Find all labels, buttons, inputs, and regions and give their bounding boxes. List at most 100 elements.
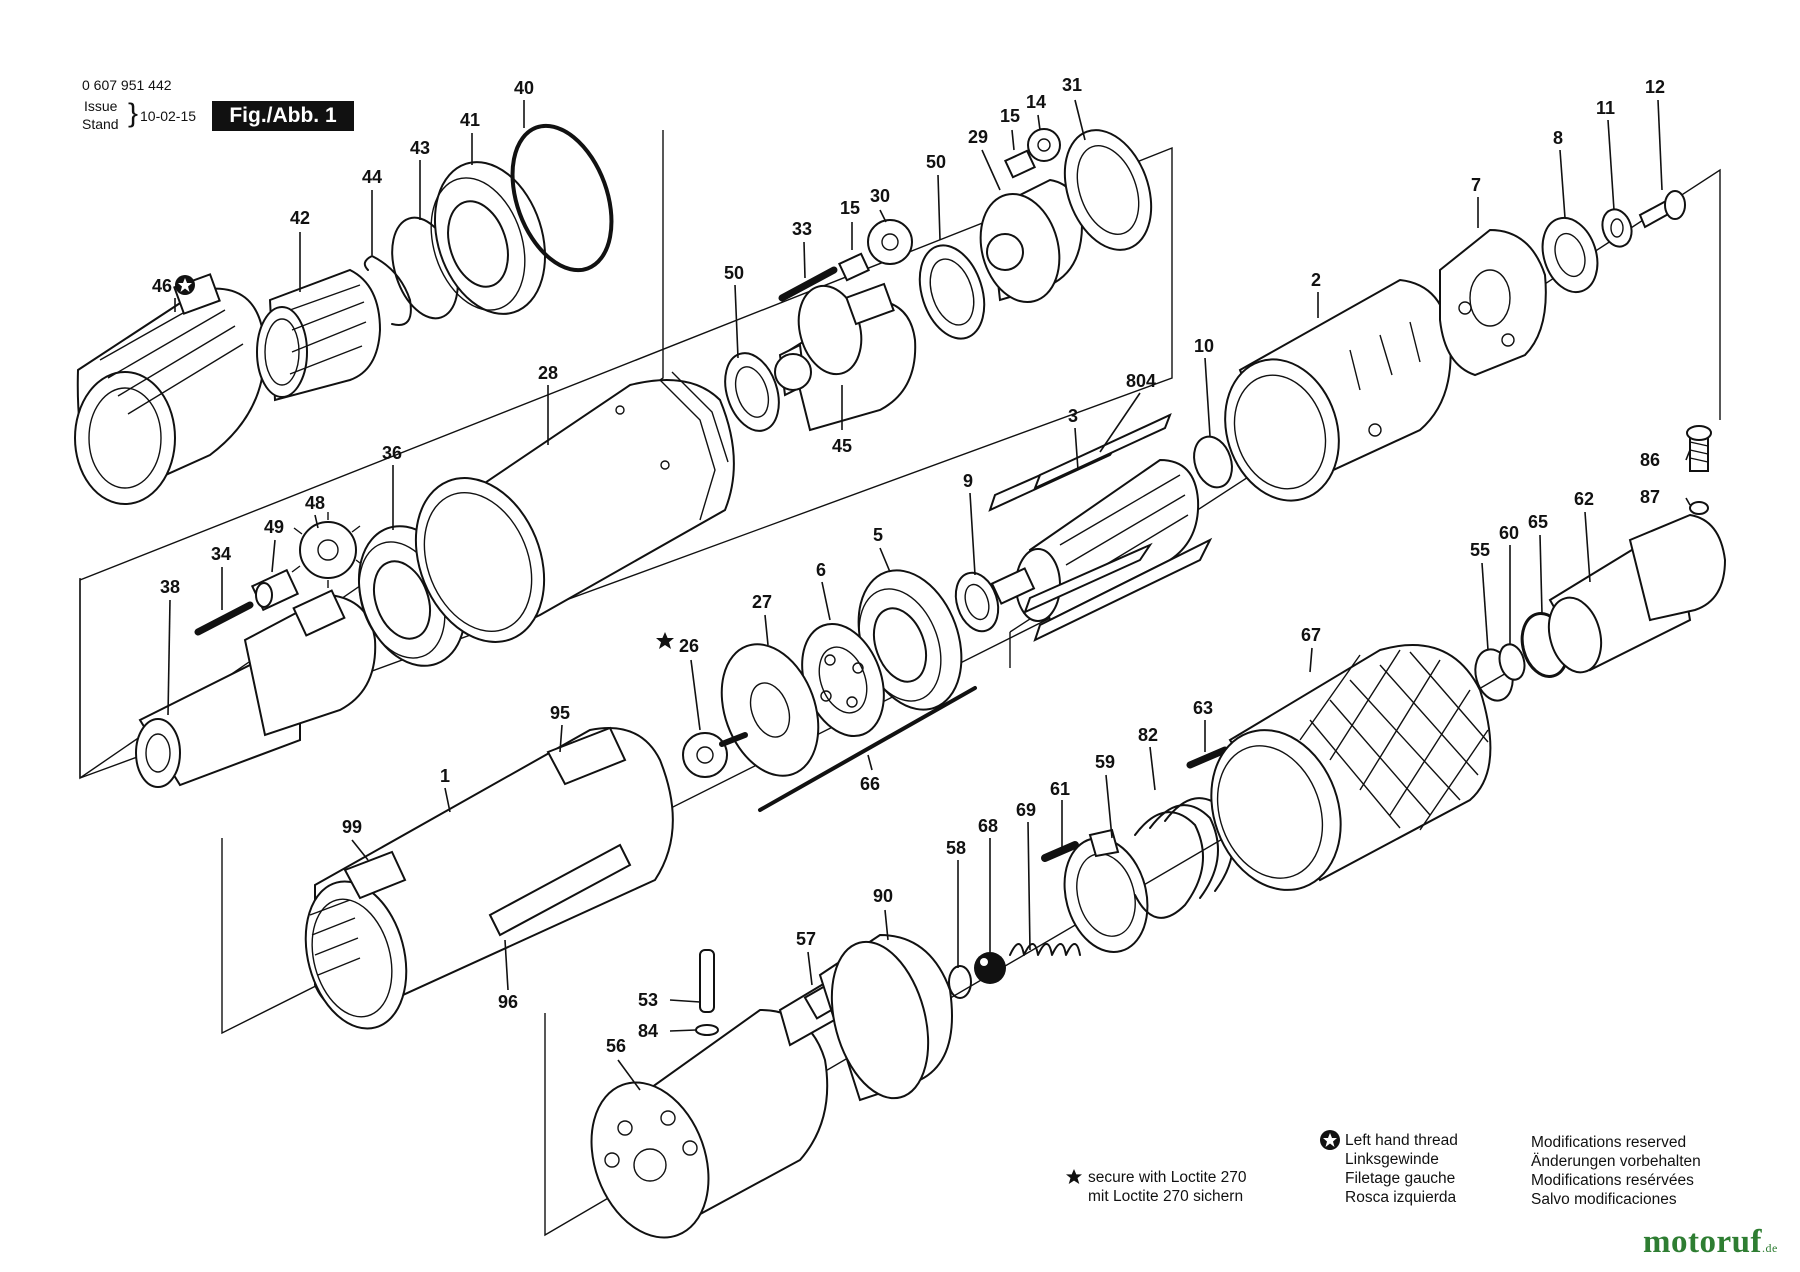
part-31-ring xyxy=(1063,129,1153,251)
legend-left-hand-thread: Left hand thread Linksgewinde Filetage g… xyxy=(1345,1131,1458,1207)
part-1-housing xyxy=(304,727,674,1030)
part-42-needle-bearing xyxy=(256,268,382,402)
callout-2: 2 xyxy=(1311,270,1321,290)
legend-loctite-en: secure with Loctite 270 xyxy=(1088,1169,1247,1186)
callout-86: 86 xyxy=(1640,450,1660,470)
legend-modifications: Modifications reserved Änderungen vorbeh… xyxy=(1531,1133,1701,1209)
part-84-o-ring xyxy=(695,1024,719,1036)
issue-brace: } xyxy=(128,98,139,129)
callout-27: 27 xyxy=(752,592,772,612)
watermark-tld: .de xyxy=(1761,1241,1778,1255)
callout-30: 30 xyxy=(870,186,890,206)
watermark-name: motoruf xyxy=(1643,1224,1762,1260)
callout-46: 46 xyxy=(152,276,172,296)
part-15-sleeve-lower xyxy=(837,252,871,282)
part-40-o-ring xyxy=(510,123,614,273)
part-11-washer xyxy=(1601,208,1633,248)
part-2-cylinder xyxy=(1224,278,1452,502)
callout-26: 26 xyxy=(679,636,699,656)
part-804-vanes xyxy=(988,413,1213,642)
callout-31: 31 xyxy=(1062,75,1082,95)
part-87-o-ring xyxy=(1689,501,1709,515)
legend-lht-en: Left hand thread xyxy=(1345,1132,1458,1149)
callout-33: 33 xyxy=(792,219,812,239)
part-6-bearing xyxy=(801,622,885,738)
part-95-label xyxy=(546,726,627,786)
callout-1: 1 xyxy=(440,766,450,786)
callout-55: 55 xyxy=(1470,540,1490,560)
callout-59: 59 xyxy=(1095,752,1115,772)
callout-96: 96 xyxy=(498,992,518,1012)
part-86-screw xyxy=(1686,425,1712,472)
legend-mod-en: Modifications reserved xyxy=(1531,1134,1687,1151)
callout-10: 10 xyxy=(1194,336,1214,356)
figure-label: Fig./Abb. 1 xyxy=(212,101,354,131)
callout-7: 7 xyxy=(1471,175,1481,195)
legend-lht-de: Linksgewinde xyxy=(1345,1151,1439,1168)
legend-lht-fr: Filetage gauche xyxy=(1345,1170,1456,1187)
part-45-planet-carrier xyxy=(774,282,917,432)
part-10-o-ring xyxy=(1193,435,1233,489)
callout-67: 67 xyxy=(1301,625,1321,645)
part-28-housing xyxy=(414,371,735,643)
legend-lht-es: Rosca izquierda xyxy=(1345,1189,1457,1206)
callout-60: 60 xyxy=(1499,523,1519,543)
callout-9: 9 xyxy=(963,471,973,491)
callout-8: 8 xyxy=(1553,128,1563,148)
callout-44: 44 xyxy=(362,167,382,187)
callout-15-upper: 15 xyxy=(1000,106,1020,126)
callout-90: 90 xyxy=(873,886,893,906)
callout-84: 84 xyxy=(638,1021,658,1041)
issue-label: Issue xyxy=(84,98,118,114)
part-60-strainer xyxy=(1498,643,1526,681)
callout-57: 57 xyxy=(796,929,816,949)
part-29-carrier xyxy=(979,178,1084,304)
part-14-gear xyxy=(1027,128,1061,162)
part-49-sleeve xyxy=(250,568,300,612)
legend-mod-es: Salvo modificaciones xyxy=(1531,1191,1677,1208)
callout-61: 61 xyxy=(1050,779,1070,799)
callout-50-lower: 50 xyxy=(724,263,744,283)
legend-loctite: secure with Loctite 270 mit Loctite 270 … xyxy=(1088,1168,1247,1206)
callout-11: 11 xyxy=(1596,98,1615,118)
part-15-sleeve-upper xyxy=(1003,149,1037,179)
part-68-ball-highlight xyxy=(980,958,988,966)
callout-15-lower: 15 xyxy=(840,198,860,218)
part-12-screw xyxy=(1638,190,1686,229)
callout-41: 41 xyxy=(460,110,480,130)
callout-50-upper: 50 xyxy=(926,152,946,172)
part-5-bearing xyxy=(857,569,963,711)
leader-lines xyxy=(167,99,1691,1091)
part-34-pin xyxy=(194,601,254,636)
group-frame-gear xyxy=(79,146,1173,779)
callout-804: 804 xyxy=(1126,371,1156,391)
callout-49: 49 xyxy=(264,517,284,537)
callout-28: 28 xyxy=(538,363,558,383)
part-67-knurled-sleeve xyxy=(1210,644,1492,891)
callout-63: 63 xyxy=(1193,698,1213,718)
part-41-bearing xyxy=(430,161,547,315)
part-53-pin xyxy=(699,949,715,1013)
callout-29: 29 xyxy=(968,127,988,147)
part-26-pinion xyxy=(682,732,748,778)
callout-43: 43 xyxy=(410,138,430,158)
part-58-o-ring xyxy=(948,965,972,999)
callout-6: 6 xyxy=(816,560,826,580)
part-48-gear xyxy=(291,512,365,588)
part-69-spring xyxy=(1009,943,1081,956)
callout-62: 62 xyxy=(1574,489,1594,509)
left-hand-thread-icon xyxy=(175,275,195,295)
callout-99: 99 xyxy=(342,817,362,837)
callout-45: 45 xyxy=(832,436,852,456)
legend-mod-fr: Modifications resérvées xyxy=(1531,1172,1694,1189)
part-61-pin xyxy=(1041,841,1079,862)
legend-mod-de: Änderungen vorbehalten xyxy=(1531,1153,1701,1170)
group-frame-handle xyxy=(544,671,1509,1237)
callout-42: 42 xyxy=(290,208,310,228)
part-59-lever xyxy=(1063,828,1149,953)
legend-left-hand-thread-icon xyxy=(1320,1130,1340,1150)
part-68-ball xyxy=(974,952,1006,984)
part-44-ring xyxy=(363,255,412,326)
part-9-ring xyxy=(954,571,1000,633)
